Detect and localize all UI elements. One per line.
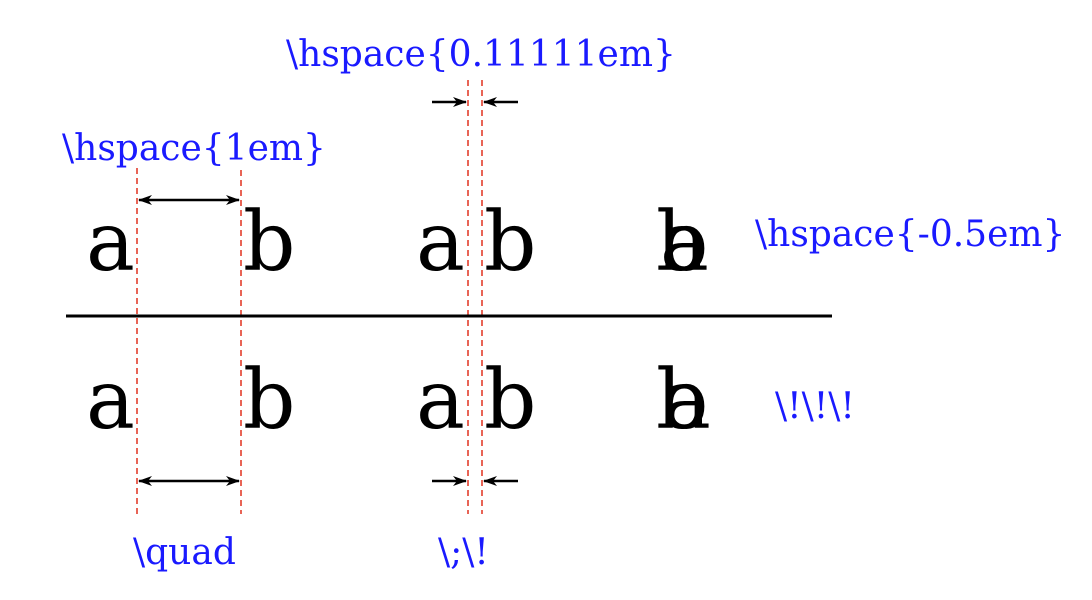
top-b-quad: b: [243, 195, 296, 290]
top-b-overlap: b: [656, 195, 709, 290]
top-a-overlap: a: [660, 195, 709, 290]
label-thinspace-combo: \;\!: [438, 532, 489, 573]
bottom-a-thin: a: [416, 353, 465, 448]
label-neg-thin-combo: \!\!\!: [775, 386, 855, 427]
bottom-b-thin: b: [484, 353, 537, 448]
bottom-a-overlap: a: [662, 353, 711, 448]
bottom-b-overlap: b: [656, 353, 709, 448]
label-hspace-1em: \hspace{1em}: [62, 128, 326, 169]
bottom-b-quad: b: [243, 353, 296, 448]
label-hspace-neg: \hspace{-0.5em}: [755, 214, 1065, 255]
top-a-quad: a: [86, 195, 135, 290]
label-hspace-thin: \hspace{0.11111em}: [286, 34, 676, 75]
bottom-a-quad: a: [86, 353, 135, 448]
top-b-thin: b: [484, 195, 537, 290]
label-quad: \quad: [133, 532, 236, 573]
top-a-thin: a: [416, 195, 465, 290]
